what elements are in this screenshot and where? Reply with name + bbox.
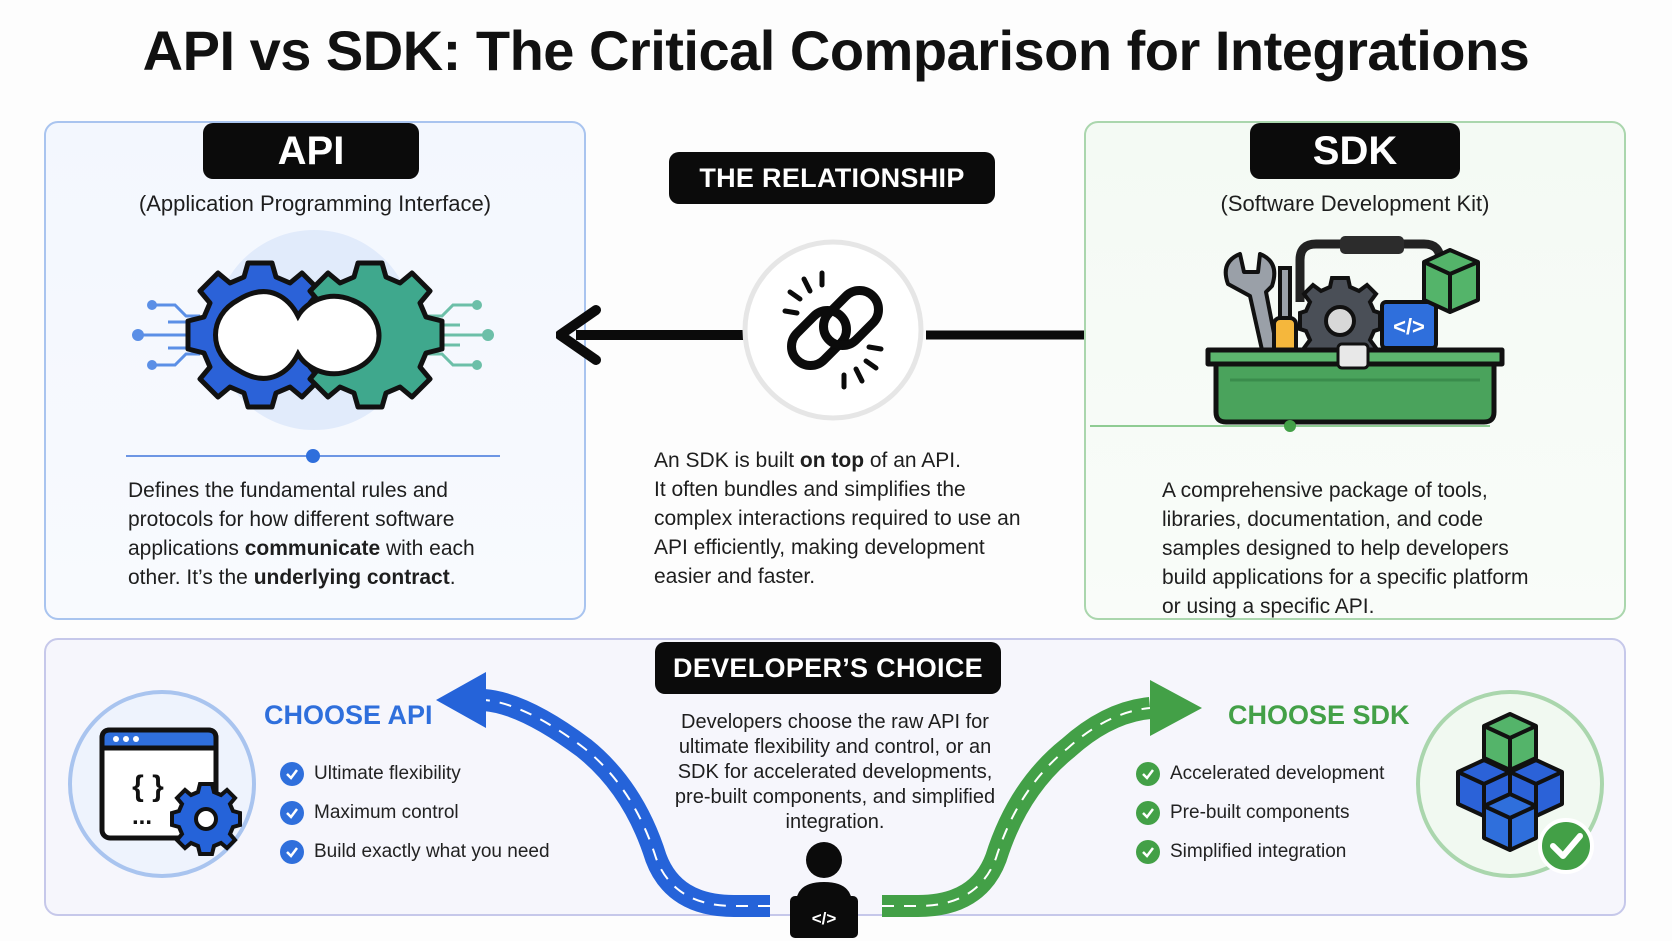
api-benefit-1: Ultimate flexibility [280,762,461,786]
svg-text:</>: </> [812,909,837,928]
relationship-description: An SDK is built on top of an API. It oft… [654,449,1021,588]
check-icon [280,840,304,864]
api-description: Defines the fundamental rules and protoc… [128,479,475,589]
sdk-benefit-2: Pre-built components [1136,801,1350,825]
api-subtitle: (Application Programming Interface) [138,191,492,216]
relationship-label: THE RELATIONSHIP [669,152,995,204]
page-title: API vs SDK: The Critical Comparison for … [142,19,1530,82]
developer-laptop-icon: </> [790,842,858,938]
svg-text:...: ... [132,803,152,830]
sdk-description: A comprehensive package of tools, librar… [1162,479,1529,618]
choice-description: Developers choose the raw API for ultima… [674,711,996,833]
api-divider [126,449,500,463]
code-window-gear-icon: { } ... [68,690,256,878]
sdk-divider [1090,420,1490,432]
check-icon [1136,840,1160,864]
check-icon [1136,762,1160,786]
sdk-benefit-1: Accelerated development [1136,762,1384,786]
sdk-label: SDK [1250,123,1460,179]
choose-sdk-heading: CHOOSE SDK [1228,700,1410,730]
api-benefit-3: Build exactly what you need [280,840,550,864]
api-benefit-2: Maximum control [280,801,459,825]
choice-paths [436,672,1202,917]
chain-link-icon [742,239,924,421]
svg-text:{ }: { } [132,770,164,803]
check-icon [280,762,304,786]
sdk-benefit-3: Simplified integration [1136,840,1346,864]
choose-api-heading: CHOOSE API [264,700,433,730]
check-icon [280,801,304,825]
svg-text:</>: </> [1393,314,1425,339]
puzzle-gears-icon [132,230,494,430]
toolbox-icon: </> [1205,236,1505,425]
api-label: API [203,123,419,179]
sdk-subtitle: (Software Development Kit) [1220,191,1490,216]
check-icon [1136,801,1160,825]
choice-label: DEVELOPER’S CHOICE [655,642,1001,694]
cubes-check-icon [1416,690,1604,878]
